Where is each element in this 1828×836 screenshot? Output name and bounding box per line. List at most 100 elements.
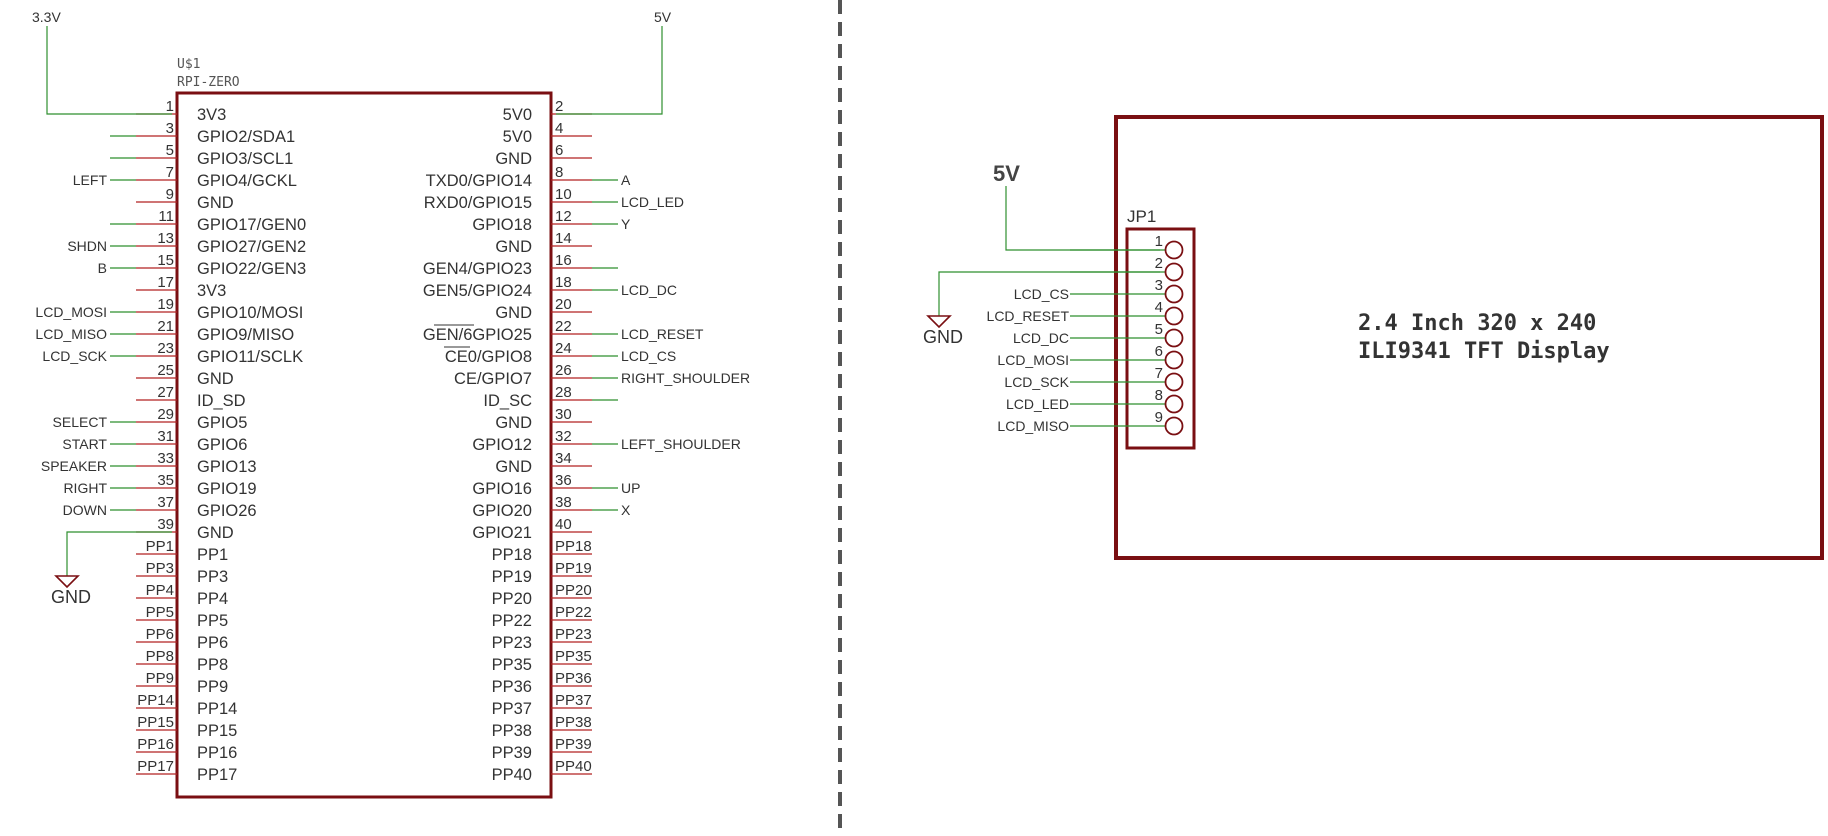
jp1-net-label[interactable]: LCD_MISO bbox=[997, 418, 1069, 434]
display-outline bbox=[1114, 115, 1824, 560]
u1-pin-name: PP15 bbox=[197, 722, 237, 740]
u1-pin-name: PP18 bbox=[492, 546, 532, 564]
u1-pin-number: 29 bbox=[157, 406, 174, 423]
u1-pin-number: 38 bbox=[555, 494, 572, 511]
u1-pin-number: PP14 bbox=[137, 692, 174, 709]
u1-pin-name: GPIO12 bbox=[472, 436, 532, 454]
u1-net-label[interactable]: LCD_DC bbox=[621, 282, 677, 298]
u1-net-label[interactable]: START bbox=[62, 436, 107, 452]
u1-pin-number: 39 bbox=[157, 516, 174, 533]
u1-pin-name: GPIO5 bbox=[197, 414, 247, 432]
jp1-pin-number: 9 bbox=[1155, 409, 1163, 426]
u1-pin-number: 11 bbox=[158, 208, 174, 225]
u1-pin-number: PP37 bbox=[555, 692, 592, 709]
u1-pin-number: PP23 bbox=[555, 626, 592, 643]
tft-display-module[interactable]: 2.4 Inch 320 x 240 ILI9341 TFT Display bbox=[1114, 115, 1824, 560]
jp1-supply-5v-wire bbox=[1005, 186, 1160, 251]
u1-pin-number: PP16 bbox=[137, 736, 174, 753]
u1-pin-number: 23 bbox=[157, 340, 174, 357]
u1-net-label[interactable]: LCD_MISO bbox=[35, 326, 107, 342]
u1-pin-number: 22 bbox=[555, 318, 572, 335]
u1-pin-name: GND bbox=[495, 238, 532, 256]
u1-pin-name: PP38 bbox=[492, 722, 532, 740]
jp1-connector[interactable]: JP1 123LCD_CS4LCD_RESET5LCD_DC6LCD_MOSI7… bbox=[987, 207, 1196, 450]
u1-pin-name: GPIO9/MISO bbox=[197, 326, 294, 344]
u1-pin-number: PP40 bbox=[555, 758, 592, 775]
u1-pin-name: RXD0/GPIO15 bbox=[424, 194, 532, 212]
u1-pin-name: CE/GPIO7 bbox=[454, 370, 532, 388]
u1-pin-number: 40 bbox=[555, 516, 572, 533]
u1-net-label[interactable]: LEFT bbox=[73, 172, 108, 188]
u1-pin-number: 1 bbox=[166, 98, 174, 115]
jp1-pin-pad[interactable] bbox=[1164, 372, 1184, 392]
jp1-net-label[interactable]: LCD_SCK bbox=[1004, 374, 1069, 390]
jp1-pin-pad[interactable] bbox=[1164, 262, 1184, 282]
jp1-pin-number: 6 bbox=[1155, 343, 1163, 360]
ground-label-left: GND bbox=[51, 587, 91, 607]
supply-5v-wire bbox=[556, 26, 663, 115]
u1-pin-number: 8 bbox=[555, 164, 563, 181]
jp1-pin-pad[interactable] bbox=[1164, 328, 1184, 348]
u1-net-label[interactable]: DOWN bbox=[63, 502, 107, 518]
u1-net-label[interactable]: SPEAKER bbox=[41, 458, 107, 474]
jp1-net-label[interactable]: LCD_LED bbox=[1006, 396, 1069, 412]
u1-net-label[interactable]: SHDN bbox=[67, 238, 107, 254]
u1-pin-name: GPIO2/SDA1 bbox=[197, 128, 295, 146]
u1-pin-number: 2 bbox=[555, 98, 563, 115]
u1-pin-number: 18 bbox=[555, 274, 572, 291]
u1-pin-name: GPIO10/MOSI bbox=[197, 304, 303, 322]
u1-net-label[interactable]: LCD_RESET bbox=[621, 326, 704, 342]
u1-net-label[interactable]: B bbox=[98, 260, 107, 276]
jp1-reference: JP1 bbox=[1127, 207, 1156, 226]
u1-pin-number: PP22 bbox=[555, 604, 592, 621]
u1-net-label[interactable]: LCD_SCK bbox=[42, 348, 107, 364]
u1-net-label[interactable]: RIGHT_SHOULDER bbox=[621, 370, 750, 386]
u1-pin-name: ID_SC bbox=[483, 392, 532, 410]
jp1-pin-number: 1 bbox=[1155, 233, 1163, 250]
jp1-pin-pad[interactable] bbox=[1164, 284, 1184, 304]
u1-net-label[interactable]: LEFT_SHOULDER bbox=[621, 436, 741, 452]
jp1-net-label[interactable]: LCD_MOSI bbox=[997, 352, 1069, 368]
jp1-pin-pad[interactable] bbox=[1164, 350, 1184, 370]
jp1-net-label[interactable]: LCD_DC bbox=[1013, 330, 1069, 346]
u1-pin-number: PP38 bbox=[555, 714, 592, 731]
u1-pin-number: 16 bbox=[555, 252, 572, 269]
jp1-net-label[interactable]: LCD_CS bbox=[1014, 286, 1069, 302]
u1-pin-number: 36 bbox=[555, 472, 572, 489]
u1-pin-name: GPIO3/SCL1 bbox=[197, 150, 293, 168]
u1-pin-name: PP23 bbox=[492, 634, 532, 652]
u1-net-label[interactable]: A bbox=[621, 172, 631, 188]
u1-net-label[interactable]: Y bbox=[621, 216, 631, 232]
u1-net-label[interactable]: RIGHT bbox=[63, 480, 107, 496]
u1-pin-number: PP36 bbox=[555, 670, 592, 687]
u1-pin-name: GPIO16 bbox=[472, 480, 532, 498]
jp1-pin-pad[interactable] bbox=[1164, 394, 1184, 414]
jp1-net-label[interactable]: LCD_RESET bbox=[987, 308, 1070, 324]
u1-pin-number: 31 bbox=[157, 428, 174, 445]
u1-pin-name: GPIO21 bbox=[472, 524, 532, 542]
jp1-pin-pad[interactable] bbox=[1164, 306, 1184, 326]
jp1-pin-pad[interactable] bbox=[1164, 416, 1184, 436]
u1-pin-name: GEN5/GPIO24 bbox=[423, 282, 532, 300]
jp1-pin-pad[interactable] bbox=[1164, 240, 1184, 260]
u1-pin-name: 5V0 bbox=[503, 106, 532, 124]
u1-net-label[interactable]: LCD_CS bbox=[621, 348, 676, 364]
u1-pin-name: GND bbox=[495, 414, 532, 432]
u1-net-label[interactable]: LCD_LED bbox=[621, 194, 684, 210]
supply-3v3-label: 3.3V bbox=[32, 9, 61, 25]
u1-net-label[interactable]: LCD_MOSI bbox=[35, 304, 107, 320]
jp1-pin-number: 5 bbox=[1155, 321, 1163, 338]
u1-net-label[interactable]: SELECT bbox=[53, 414, 108, 430]
u1-pin-number: 12 bbox=[555, 208, 572, 225]
u1-net-label[interactable]: UP bbox=[621, 480, 640, 496]
display-title-line2: ILI9341 TFT Display bbox=[1358, 339, 1610, 364]
u1-pin-name: GPIO26 bbox=[197, 502, 257, 520]
jp1-ground: GND bbox=[923, 271, 1160, 347]
u1-pin-number: PP4 bbox=[146, 582, 174, 599]
u1-pin-name: PP4 bbox=[197, 590, 228, 608]
u1-net-label[interactable]: X bbox=[621, 502, 631, 518]
u1-pin-name: PP39 bbox=[492, 744, 532, 762]
ground-symbol-left: GND bbox=[51, 531, 172, 607]
jp1-supply-5v-label: 5V bbox=[993, 161, 1020, 186]
